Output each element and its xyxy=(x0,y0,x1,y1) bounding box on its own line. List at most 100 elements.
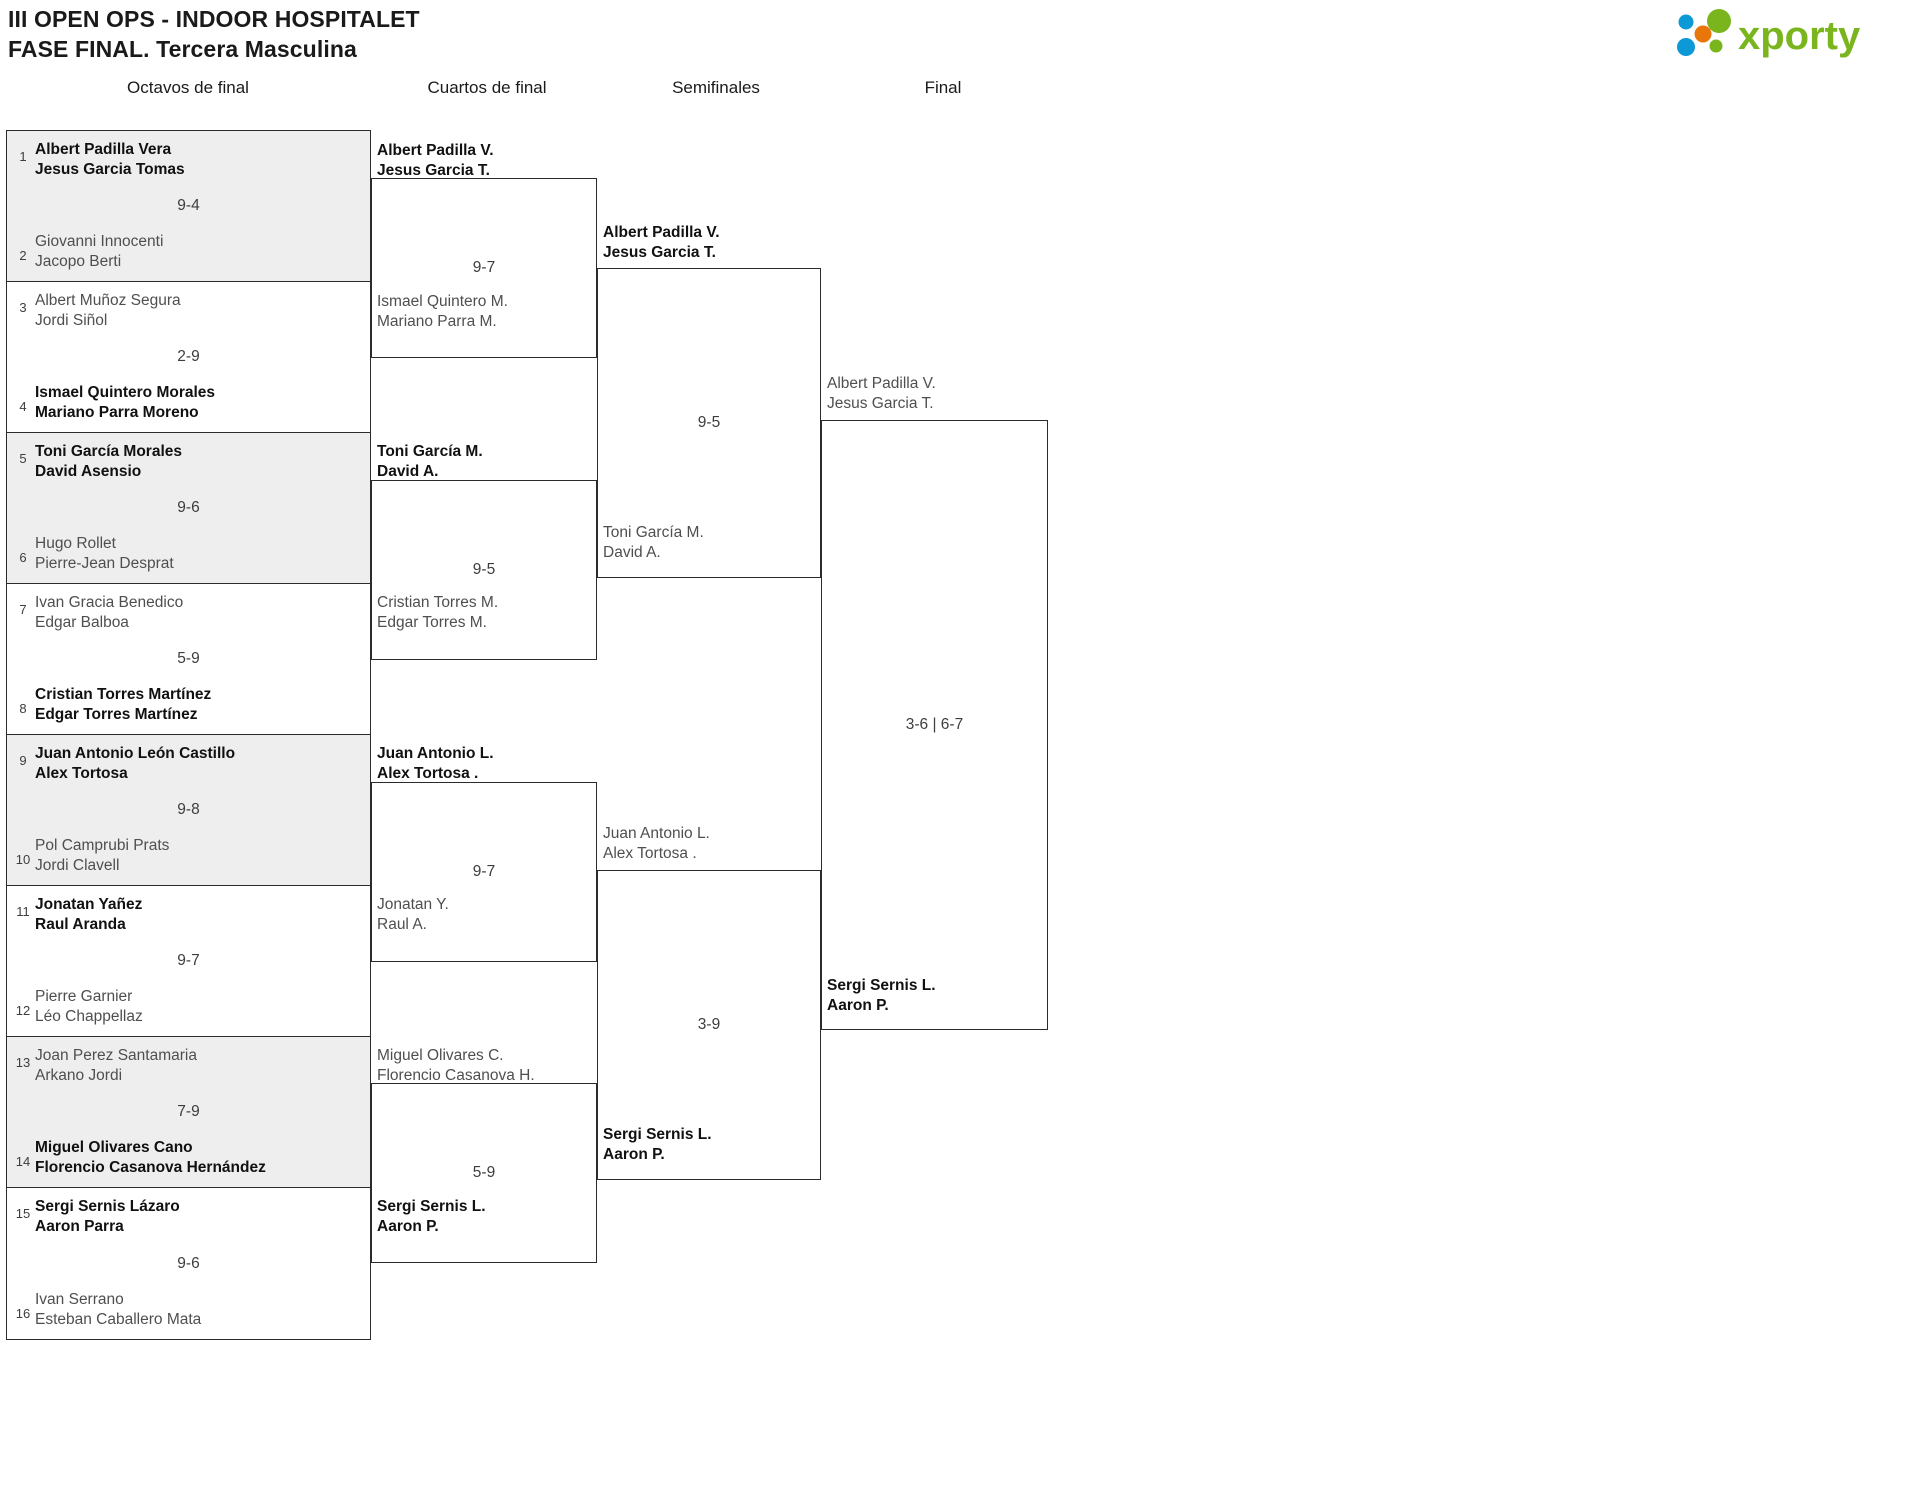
round1-match-3-bottom-team: Hugo Rollet Pierre-Jean Desprat xyxy=(7,534,370,574)
round2-match-2[interactable]: 9-5 xyxy=(371,480,597,660)
round1-match-4[interactable]: 7 Ivan Gracia Benedico Edgar Balboa 5-9 … xyxy=(7,584,370,735)
player-name: Arkano Jordi xyxy=(35,1066,123,1084)
seed-number: 11 xyxy=(16,904,30,919)
round-header-final: Final xyxy=(924,78,962,97)
round3-match-2-score: 3-9 xyxy=(697,1016,721,1033)
seed-number: 2 xyxy=(19,248,27,263)
round1-match-7-score: 7-9 xyxy=(177,1103,200,1120)
player-name: Hugo Rollet xyxy=(35,535,116,553)
seed-number: 9 xyxy=(19,753,27,768)
round1-match-5-top-team: Juan Antonio León Castillo Alex Tortosa xyxy=(7,744,370,784)
player-name: Aaron P. xyxy=(827,996,889,1014)
player-name: Toni García M. xyxy=(377,443,483,460)
player-name: Ivan Gracia Benedico xyxy=(35,594,184,611)
logo-wordmark: xporty xyxy=(1738,14,1861,58)
round-header-octavos: Octavos de final xyxy=(127,78,249,97)
player-name: Giovanni Innocenti xyxy=(35,233,164,251)
player-name: Jordi Siñol xyxy=(35,311,108,329)
player-name: David Asensio xyxy=(35,462,142,480)
round2-match-1[interactable]: 9-7 xyxy=(371,178,597,358)
round2-match-3[interactable]: 9-7 xyxy=(371,782,597,962)
round1-match-5-bottom-team: Pol Camprubi Prats Jordi Clavell xyxy=(7,836,370,876)
round1-match-5[interactable]: 9 Juan Antonio León Castillo Alex Tortos… xyxy=(7,735,370,886)
player-name: Joan Perez Santamaria xyxy=(35,1047,197,1064)
round2-match-2-score: 9-5 xyxy=(472,561,496,578)
round1-match-1-top-team: Albert Padilla Vera Jesus Garcia Tomas xyxy=(7,140,370,180)
round1-match-4-score: 5-9 xyxy=(177,650,200,667)
round1-match-6[interactable]: 11 Jonatan Yañez Raul Aranda 9-7 12 Pier… xyxy=(7,886,370,1037)
seed-number: 6 xyxy=(19,550,27,565)
round1-match-5-score: 9-8 xyxy=(177,801,200,818)
tournament-phase: FASE FINAL. Tercera Masculina xyxy=(8,36,357,63)
round2-match-1-bottom-team: Ismael Quintero M. Mariano Parra M. xyxy=(377,292,508,332)
round1-match-7-top-team: Joan Perez Santamaria Arkano Jordi xyxy=(7,1046,370,1086)
player-name: Juan Antonio León Castillo xyxy=(35,745,236,762)
round3-match-2-top-team: Juan Antonio L. Alex Tortosa . xyxy=(603,824,710,864)
player-name: Albert Padilla V. xyxy=(827,375,936,392)
player-name: Raul Aranda xyxy=(35,915,126,933)
player-name: Jonatan Y. xyxy=(377,896,449,913)
round3-match-1-bottom-team: Toni García M. David A. xyxy=(603,523,704,563)
round2-match-3-bottom-team: Jonatan Y. Raul A. xyxy=(377,895,449,935)
player-name: Edgar Torres M. xyxy=(377,613,487,631)
player-name: Sergi Sernis Lázaro xyxy=(35,1198,180,1215)
round2-match-4[interactable]: 5-9 xyxy=(371,1083,597,1263)
seed-number: 15 xyxy=(15,1206,31,1221)
round3-match-1[interactable]: 9-5 xyxy=(597,268,821,578)
seed-number: 7 xyxy=(19,602,27,617)
seed-number: 12 xyxy=(15,1003,31,1018)
player-name: Albert Muñoz Segura xyxy=(35,292,181,309)
round1-match-1-bottom-team: Giovanni Innocenti Jacopo Berti xyxy=(7,232,370,272)
round2-match-4-top-team: Miguel Olivares C. Florencio Casanova H. xyxy=(377,1046,535,1086)
player-name: Juan Antonio L. xyxy=(603,825,710,842)
player-name: Edgar Torres Martínez xyxy=(35,706,198,724)
round3-match-2-bottom-team: Sergi Sernis L. Aaron P. xyxy=(603,1125,712,1165)
player-name: Pierre-Jean Desprat xyxy=(35,555,174,573)
round3-match-1-top-team: Albert Padilla V. Jesus Garcia T. xyxy=(603,223,720,263)
round1-match-8[interactable]: 15 Sergi Sernis Lázaro Aaron Parra 9-6 1… xyxy=(7,1188,370,1339)
player-name: Miguel Olivares C. xyxy=(377,1047,504,1064)
player-name: Jonatan Yañez xyxy=(35,896,143,913)
player-name: Jesus Garcia T. xyxy=(377,161,490,179)
seed-number: 10 xyxy=(15,852,31,867)
player-name: Jesus Garcia Tomas xyxy=(35,160,185,178)
player-name: Toni García Morales xyxy=(35,443,183,460)
round4-final-top-team: Albert Padilla V. Jesus Garcia T. xyxy=(827,374,936,414)
player-name: Albert Padilla V. xyxy=(603,224,720,241)
player-name: Albert Padilla Vera xyxy=(35,141,172,158)
round1-match-4-top-team: Ivan Gracia Benedico Edgar Balboa xyxy=(7,593,370,633)
player-name: Juan Antonio L. xyxy=(377,745,494,762)
player-name: Alex Tortosa xyxy=(35,764,128,782)
round1-match-3[interactable]: 5 Toni García Morales David Asensio 9-6 … xyxy=(7,433,370,584)
player-name: Aaron P. xyxy=(377,1217,439,1235)
player-name: Mariano Parra M. xyxy=(377,312,497,330)
player-name: David A. xyxy=(377,462,439,480)
player-name: Jordi Clavell xyxy=(35,857,120,875)
round1-match-1[interactable]: 1 Albert Padilla Vera Jesus Garcia Tomas… xyxy=(7,131,370,282)
round4-final-bottom-team: Sergi Sernis L. Aaron P. xyxy=(827,976,936,1016)
logo-dot-green-big xyxy=(1707,9,1731,33)
player-name: Florencio Casanova H. xyxy=(377,1066,535,1084)
round1-match-7[interactable]: 13 Joan Perez Santamaria Arkano Jordi 7-… xyxy=(7,1037,370,1188)
round2-match-4-bottom-team: Sergi Sernis L. Aaron P. xyxy=(377,1197,486,1237)
round1-match-2-bottom-team: Ismael Quintero Morales Mariano Parra Mo… xyxy=(7,383,370,423)
player-name: Pierre Garnier xyxy=(35,988,133,1006)
round1-match-6-score: 9-7 xyxy=(177,952,200,969)
round2-match-2-top-team: Toni García M. David A. xyxy=(377,442,483,482)
page-title: III OPEN OPS - INDOOR HOSPITALET FASE FI… xyxy=(8,4,420,65)
round4-final-match[interactable]: 3-6 | 6-7 xyxy=(821,420,1048,1030)
player-name: Jacopo Berti xyxy=(35,253,122,271)
player-name: Sergi Sernis L. xyxy=(827,977,936,994)
round-header-cuartos: Cuartos de final xyxy=(427,78,547,97)
seed-number: 1 xyxy=(19,149,27,164)
xporty-logo[interactable]: xporty xyxy=(1672,8,1902,60)
seed-number: 3 xyxy=(19,300,27,315)
round3-match-2[interactable]: 3-9 xyxy=(597,870,821,1180)
round1-match-3-score: 9-6 xyxy=(177,499,200,516)
round3-match-1-score: 9-5 xyxy=(697,414,721,431)
round1-match-4-bottom-team: Cristian Torres Martínez Edgar Torres Ma… xyxy=(7,685,370,725)
player-name: Alex Tortosa . xyxy=(377,764,479,782)
seed-number: 16 xyxy=(15,1306,31,1321)
round1-match-6-bottom-team: Pierre Garnier Léo Chappellaz xyxy=(7,987,370,1027)
round1-match-2[interactable]: 3 Albert Muñoz Segura Jordi Siñol 2-9 4 … xyxy=(7,282,370,433)
